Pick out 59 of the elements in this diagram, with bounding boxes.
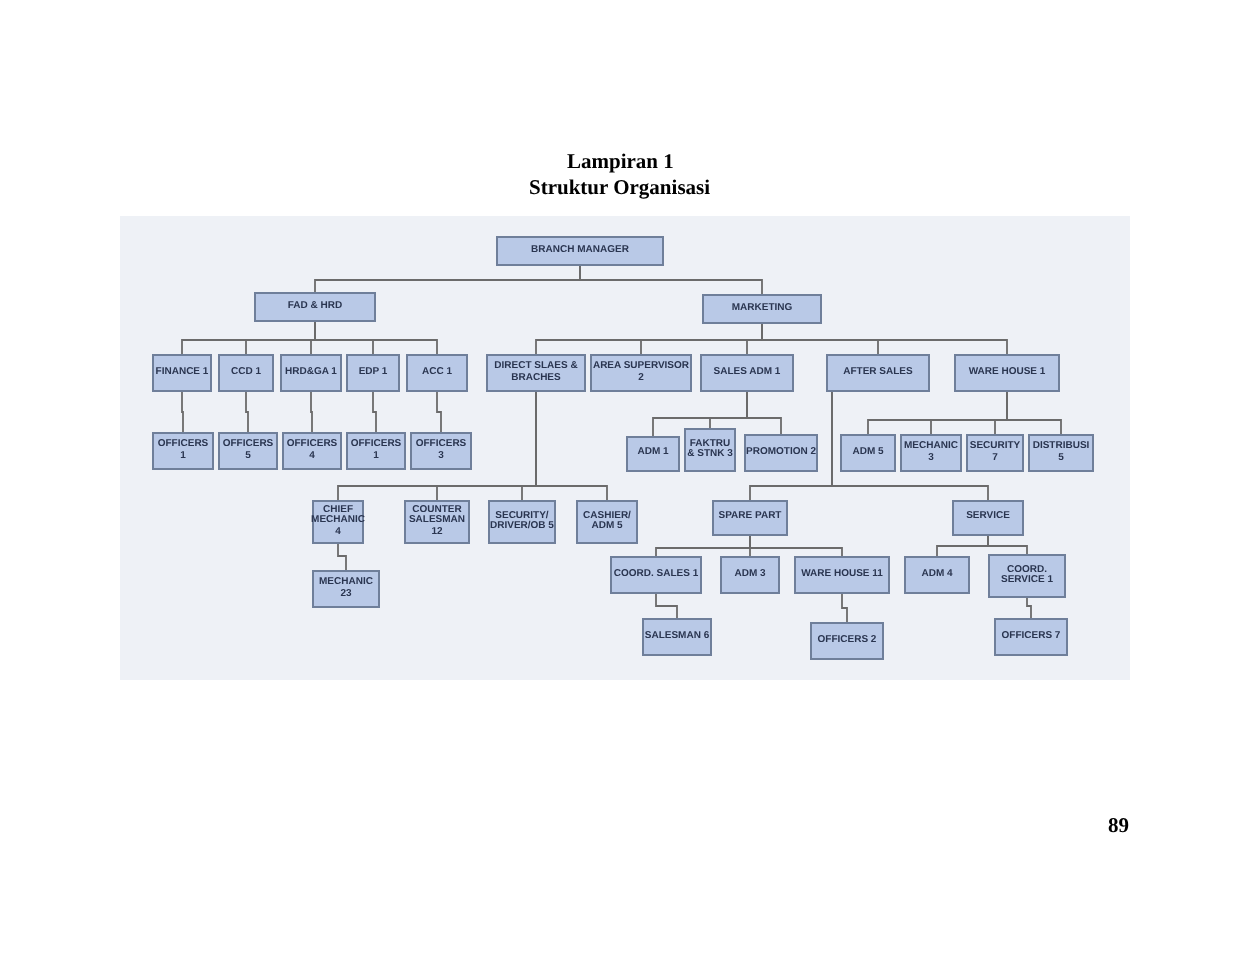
page-number: 89 [1108, 816, 1129, 838]
org-box [346, 432, 406, 470]
org-box [712, 500, 788, 536]
connector-line [314, 321, 438, 355]
connector-line [655, 593, 678, 619]
org-box [312, 570, 380, 608]
org-box [496, 236, 664, 266]
org-box [488, 500, 556, 544]
org-box [642, 618, 712, 656]
appendix-label: Lampiran 1 [567, 152, 674, 174]
org-box [346, 354, 400, 392]
connector-line [372, 391, 377, 433]
org-box [1028, 434, 1094, 472]
connector-line [245, 391, 249, 433]
connector-line [436, 391, 442, 433]
org-box [410, 432, 472, 470]
org-box [218, 432, 278, 470]
connector-line [1026, 597, 1032, 619]
org-box [952, 500, 1024, 536]
org-box [626, 436, 680, 472]
connector-line [1006, 391, 1062, 435]
org-box [794, 556, 890, 594]
org-box [218, 354, 274, 392]
org-box [406, 354, 468, 392]
connector-line [831, 391, 989, 501]
connector-line [181, 391, 184, 433]
org-box [994, 618, 1068, 656]
org-box [610, 556, 702, 594]
connector-line [761, 323, 1008, 355]
org-box [280, 354, 342, 392]
org-box [904, 556, 970, 594]
org-box [826, 354, 930, 392]
org-box [988, 554, 1066, 598]
org-box [152, 432, 214, 470]
connector-line [337, 543, 347, 571]
org-box [702, 294, 822, 324]
org-box [700, 354, 794, 392]
org-box [900, 434, 962, 472]
connector-line [535, 391, 608, 501]
org-box [282, 432, 342, 470]
org-box [576, 500, 638, 544]
org-box [840, 434, 896, 472]
org-box [744, 434, 818, 472]
org-box [720, 556, 780, 594]
connector-line [579, 265, 763, 295]
org-box [684, 428, 736, 472]
org-box [590, 354, 692, 392]
org-box [954, 354, 1060, 392]
org-box [810, 622, 884, 660]
org-box [486, 354, 586, 392]
connector-line [987, 535, 1028, 555]
org-box [254, 292, 376, 322]
connector-line [310, 391, 313, 433]
org-box [966, 434, 1024, 472]
page-title: Struktur Organisasi [529, 178, 711, 200]
connector-line [746, 391, 782, 435]
org-box [152, 354, 212, 392]
connector-line [841, 593, 848, 623]
connector-line [749, 535, 843, 557]
